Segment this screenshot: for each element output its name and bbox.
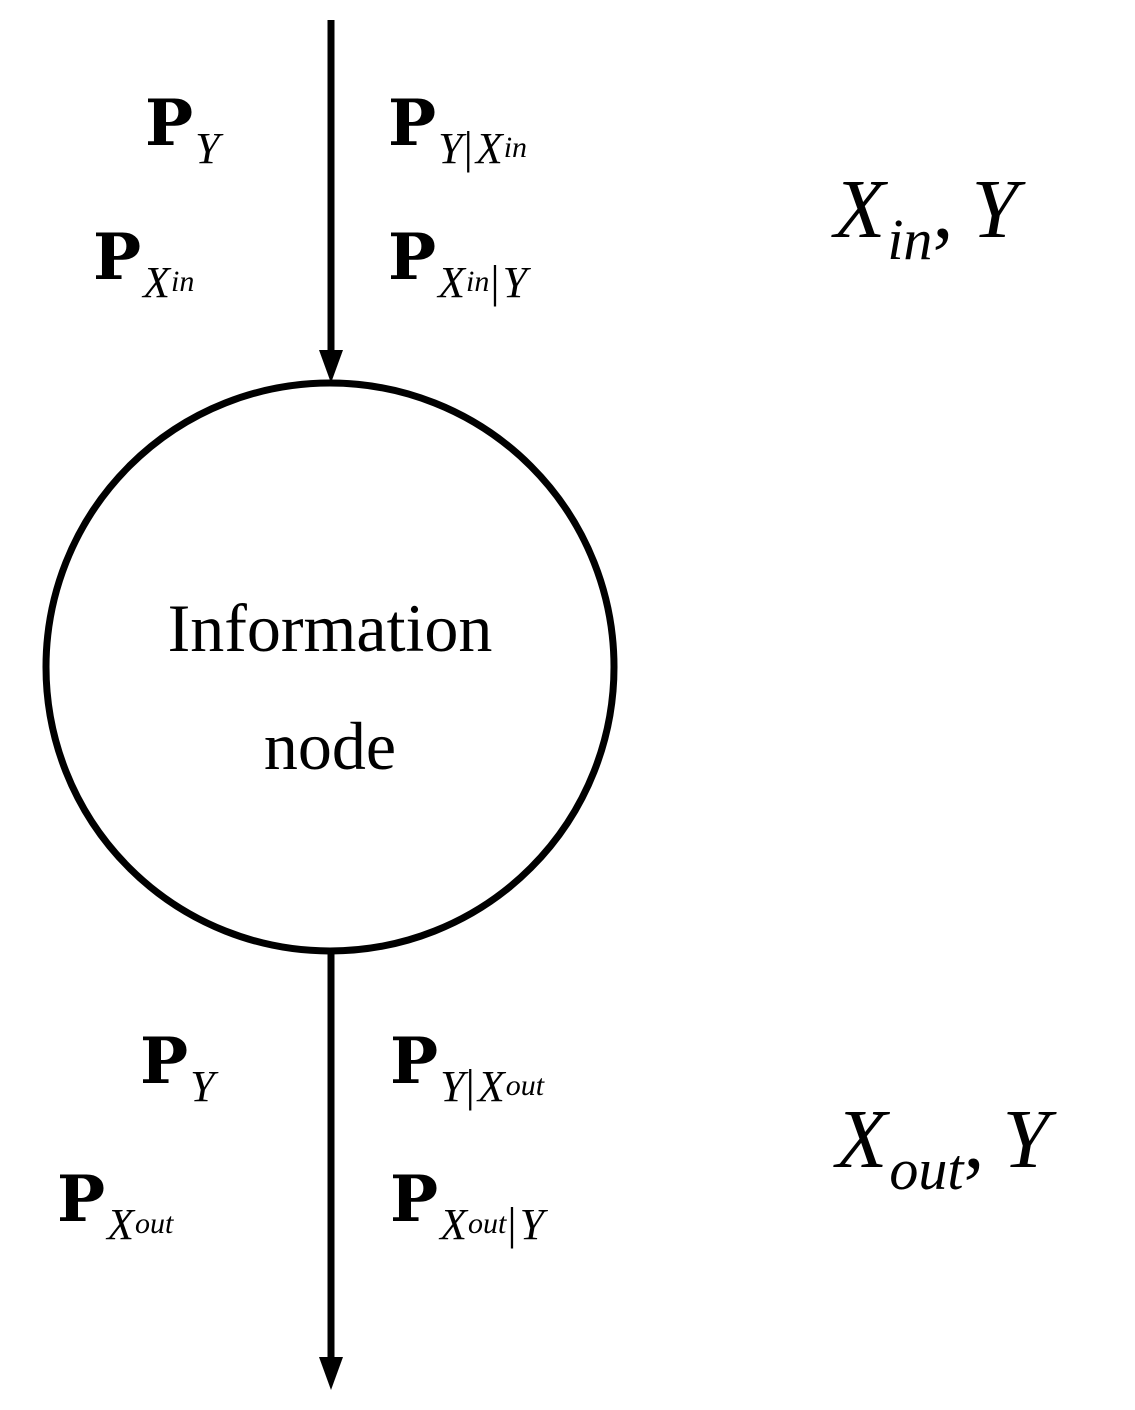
input-left-label-py: PY <box>145 86 220 173</box>
output-left-label-px: PXout <box>57 1162 174 1249</box>
output-right-label-py-given-x: PY|Xout <box>390 1024 545 1111</box>
input-variables-label: Xin,Y <box>834 163 1019 272</box>
input-right-label-px-given-y: PXin|Y <box>388 220 528 307</box>
information-node-circle <box>42 379 618 955</box>
input-left-label-px: PXin <box>93 220 195 307</box>
node-label-line1: Information <box>167 590 493 666</box>
input-right-label-py-given-x: PY|Xin <box>388 86 528 173</box>
input-edge-arrowhead <box>319 350 343 383</box>
output-right-label-px-given-y: PXout|Y <box>390 1162 545 1249</box>
output-edge-arrowhead <box>319 1357 343 1390</box>
output-left-label-py: PY <box>140 1024 215 1111</box>
node-label-line2: node <box>263 708 397 784</box>
output-variables-label: Xout,Y <box>836 1093 1050 1202</box>
